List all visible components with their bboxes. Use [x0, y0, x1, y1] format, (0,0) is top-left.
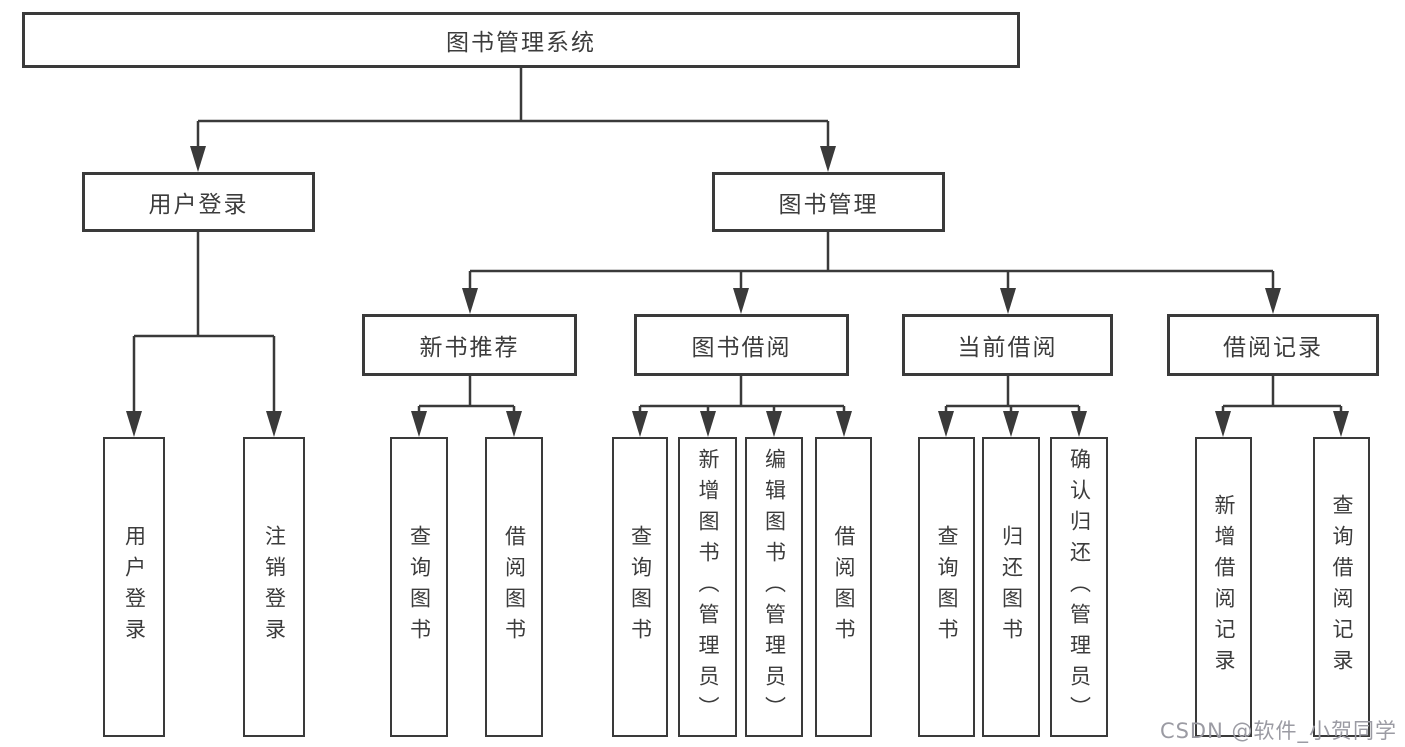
arrowhead	[1071, 411, 1087, 437]
node-borrow-record: 借阅记录	[1167, 314, 1379, 376]
node-system-root: 图书管理系统	[22, 12, 1020, 68]
node-current-borrow: 当前借阅	[902, 314, 1113, 376]
arrowhead	[836, 411, 852, 437]
connector-root-to-level2	[190, 68, 836, 172]
arrowhead	[411, 411, 427, 437]
node-leaf-add-book-admin: 新增图书（管理员）	[678, 437, 737, 737]
arrowhead	[766, 411, 782, 437]
arrowhead	[462, 288, 478, 314]
connector-current-borrow-branch	[938, 376, 1087, 437]
leaf-label: 查询借阅记录	[1330, 494, 1354, 680]
node-leaf-confirm-return-admin: 确认归还（管理员）	[1050, 437, 1108, 737]
leaf-label: 确认归还（管理员）	[1067, 447, 1092, 727]
connector-new-book-branch	[411, 376, 522, 437]
arrowhead	[190, 146, 206, 172]
leaf-label: 编辑图书（管理员）	[762, 447, 787, 727]
arrowhead	[266, 411, 282, 437]
node-book-borrow: 图书借阅	[634, 314, 849, 376]
leaf-label: 注销登录	[262, 525, 287, 649]
arrowhead	[1265, 288, 1281, 314]
node-leaf-borrow-book-2: 借阅图书	[815, 437, 872, 737]
node-leaf-edit-book-admin: 编辑图书（管理员）	[745, 437, 803, 737]
node-leaf-query-book-3: 查询图书	[918, 437, 975, 737]
leaf-label: 用户登录	[122, 525, 147, 649]
arrowhead	[1333, 411, 1349, 437]
node-new-book-recommend: 新书推荐	[362, 314, 577, 376]
arrowhead	[1000, 288, 1016, 314]
node-user-login: 用户登录	[82, 172, 315, 232]
leaf-label: 新增借阅记录	[1212, 494, 1236, 680]
node-leaf-return-book: 归还图书	[982, 437, 1040, 737]
leaf-label: 查询图书	[407, 525, 432, 649]
node-leaf-borrow-book-1: 借阅图书	[485, 437, 543, 737]
leaf-label: 查询图书	[935, 525, 959, 649]
connector-borrow-record-branch	[1215, 376, 1349, 437]
node-leaf-add-borrow-record: 新增借阅记录	[1195, 437, 1252, 737]
leaf-label: 新增图书（管理员）	[696, 447, 720, 727]
arrowhead	[733, 288, 749, 314]
node-leaf-query-borrow-record: 查询借阅记录	[1313, 437, 1370, 737]
node-leaf-query-book-1: 查询图书	[390, 437, 448, 737]
node-leaf-logout: 注销登录	[243, 437, 305, 737]
arrowhead	[126, 411, 142, 437]
arrowhead	[938, 411, 954, 437]
leaf-label: 借阅图书	[502, 525, 527, 649]
leaf-label: 归还图书	[999, 525, 1024, 649]
connector-user-login-branch	[126, 232, 282, 437]
connector-book-mgmt-branch	[462, 232, 1281, 314]
connector-book-borrow-branch	[632, 376, 852, 437]
arrowhead	[506, 411, 522, 437]
leaf-label: 借阅图书	[832, 525, 856, 649]
leaf-label: 查询图书	[628, 525, 653, 649]
arrowhead	[632, 411, 648, 437]
arrowhead	[820, 146, 836, 172]
csdn-watermark: CSDN @软件_小贺同学	[1159, 719, 1397, 743]
node-leaf-query-book-2: 查询图书	[612, 437, 668, 737]
arrowhead	[1215, 411, 1231, 437]
arrowhead	[700, 411, 716, 437]
node-leaf-user-login: 用户登录	[103, 437, 165, 737]
node-book-management: 图书管理	[712, 172, 945, 232]
arrowhead	[1003, 411, 1019, 437]
